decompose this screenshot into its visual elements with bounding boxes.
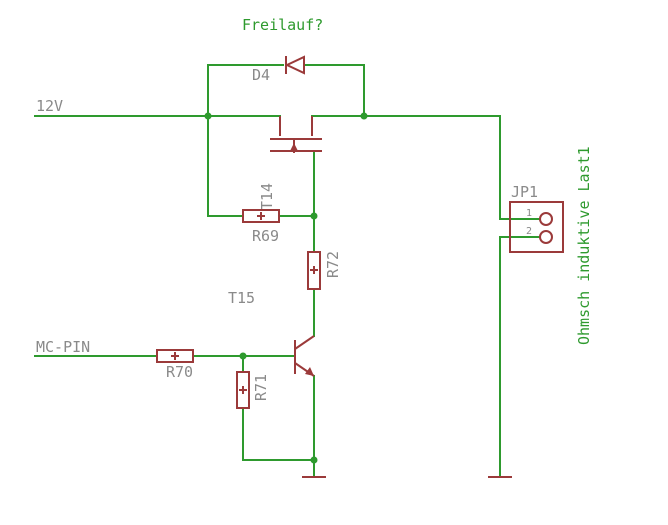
diode-triangle-icon — [284, 55, 305, 75]
wires — [34, 64, 541, 477]
transistor-collector-lead — [294, 335, 315, 350]
resistor-r70[interactable] — [156, 349, 194, 363]
resistor-r72[interactable] — [307, 251, 321, 290]
junction-ground-node — [310, 456, 318, 464]
resistor-r69[interactable] — [242, 209, 280, 223]
junction-12v-diode — [204, 112, 212, 120]
annotation-freewheel: Freilauf? — [242, 16, 323, 34]
resistor-body — [236, 371, 250, 409]
label-r72: R72 — [324, 251, 342, 278]
junction-drain-diode — [360, 112, 368, 120]
resistor-body — [242, 209, 280, 223]
transistor-t15[interactable] — [294, 335, 315, 377]
junction-gate-node — [310, 212, 318, 220]
net-label-mc-pin: MC-PIN — [36, 338, 90, 356]
diode-d4[interactable] — [284, 55, 305, 75]
mosfet-t14[interactable] — [270, 116, 322, 153]
label-t14: T14 — [258, 183, 276, 210]
junctions — [204, 112, 368, 464]
mosfet-arrow-icon — [290, 143, 298, 151]
resistor-r71[interactable] — [236, 371, 250, 409]
connector-pin-1-pad — [539, 212, 553, 226]
label-r71: R71 — [252, 374, 270, 401]
connector-pin-label-1: 1 — [526, 208, 532, 219]
label-d4: D4 — [252, 66, 270, 84]
resistor-body — [307, 251, 321, 290]
junction-base-node — [239, 352, 247, 360]
connector-jp1[interactable] — [509, 201, 564, 253]
connector-body — [509, 201, 564, 253]
transistor-emitter-arrow-icon — [305, 367, 314, 376]
label-r70: R70 — [166, 363, 193, 381]
resistor-body — [156, 349, 194, 363]
connector-pin-2-pad — [539, 230, 553, 244]
label-r69: R69 — [252, 227, 279, 245]
label-jp1: JP1 — [511, 183, 538, 201]
connector-pin-label-2: 2 — [526, 226, 532, 237]
net-label-12v: 12V — [36, 97, 63, 115]
annotation-load: Ohmsch induktive Last1 — [575, 146, 593, 345]
label-t15: T15 — [228, 289, 255, 307]
